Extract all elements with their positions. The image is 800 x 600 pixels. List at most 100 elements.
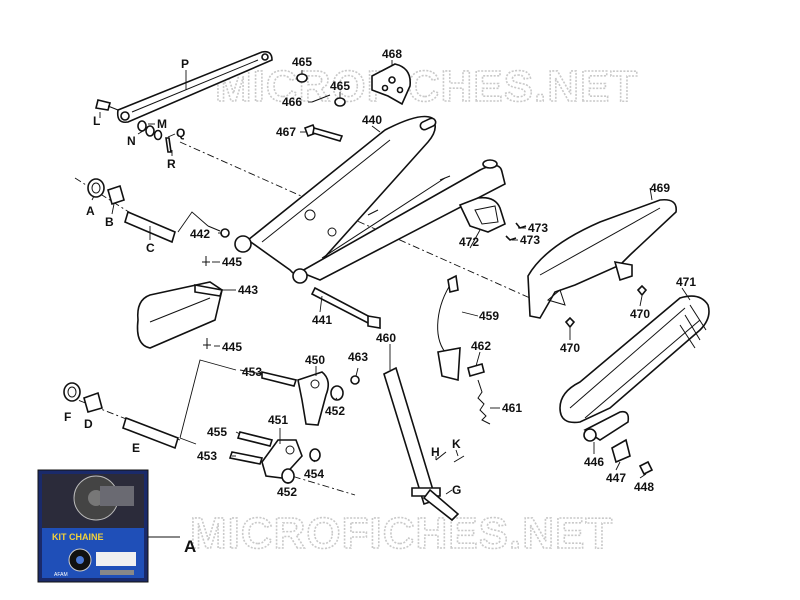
callout-440: 440 — [362, 113, 382, 127]
callout-Q: Q — [176, 126, 185, 140]
callout-452a: 452 — [325, 404, 345, 418]
washer-465b — [334, 97, 346, 107]
callout-470b: 470 — [560, 341, 580, 355]
seal-F — [63, 382, 81, 402]
callout-470a: 470 — [630, 307, 650, 321]
pivot-tube-E — [122, 416, 179, 450]
bushing-B — [107, 184, 125, 206]
callout-B: B — [105, 215, 114, 229]
callout-471: 471 — [676, 275, 696, 289]
callout-447: 447 — [606, 471, 626, 485]
bolt-453b — [228, 451, 264, 465]
washers-MNQR — [137, 120, 172, 153]
callout-N: N — [127, 134, 136, 148]
axis-line-pivot-lower — [64, 394, 181, 441]
bolt-467 — [303, 123, 344, 142]
screw-473a — [515, 222, 527, 229]
nut-452a — [330, 385, 344, 401]
screw-448 — [638, 460, 654, 476]
chain-guard-469 — [527, 198, 677, 319]
callout-E: E — [132, 441, 140, 455]
callout-P: P — [181, 57, 189, 71]
callout-445b: 445 — [222, 340, 242, 354]
callout-443: 443 — [238, 283, 258, 297]
callout-K: K — [452, 437, 461, 451]
linkage-450 — [297, 371, 330, 426]
watermark-bottom: MICROFICHES.NET — [190, 509, 613, 558]
callout-462: 462 — [471, 339, 491, 353]
chain-adjuster-plate — [116, 50, 273, 124]
callout-G: G — [452, 483, 461, 497]
spring-461 — [477, 379, 491, 425]
callout-455: 455 — [207, 425, 227, 439]
callout-445a: 445 — [222, 255, 242, 269]
drive-chain-471 — [559, 295, 710, 424]
callout-465b: 465 — [330, 79, 350, 93]
bolt-L — [95, 99, 119, 111]
bracket-472 — [458, 196, 506, 233]
callout-M: M — [157, 117, 167, 131]
nut-454 — [309, 448, 321, 462]
linkage-451 — [261, 439, 303, 479]
callout-442: 442 — [190, 227, 210, 241]
chain-roller-446 — [583, 410, 630, 442]
nut-442 — [220, 228, 230, 238]
screw-445b — [203, 338, 211, 349]
callout-450: 450 — [305, 353, 325, 367]
block-447 — [611, 438, 631, 464]
watermark-top: MICROFICHES.NET — [215, 62, 638, 111]
screw-473b — [505, 235, 517, 241]
callout-D: D — [84, 417, 93, 431]
callout-472: 472 — [459, 235, 479, 249]
sensor-459 — [437, 274, 461, 382]
callout-labels: P L M N Q R 465 466 465 468 467 440 A B … — [64, 47, 696, 556]
callout-466: 466 — [282, 95, 302, 109]
callout-453b: 453 — [197, 449, 217, 463]
seal-A — [87, 178, 105, 198]
swingarm-440 — [234, 115, 506, 284]
callout-441: 441 — [312, 313, 332, 327]
callout-473b: 473 — [520, 233, 540, 247]
pin-466 — [311, 94, 331, 103]
callout-H: H — [431, 445, 440, 459]
callout-463: 463 — [348, 350, 368, 364]
screw-470a — [636, 284, 648, 297]
kit-brand: AFAM — [54, 572, 68, 578]
side-stand-460 — [383, 366, 460, 522]
callout-469: 469 — [650, 181, 670, 195]
kit-title: KIT CHAINE — [52, 532, 104, 542]
callout-C: C — [146, 241, 155, 255]
callout-451: 451 — [268, 413, 288, 427]
callout-452b: 452 — [277, 485, 297, 499]
chain-kit-product-image: KIT CHAINE AFAM — [37, 469, 149, 583]
bushing-D — [83, 391, 103, 413]
callout-460: 460 — [376, 331, 396, 345]
callout-454: 454 — [304, 467, 324, 481]
callout-R: R — [167, 157, 176, 171]
callout-F: F — [64, 410, 71, 424]
callout-446: 446 — [584, 455, 604, 469]
callout-473a: 473 — [528, 221, 548, 235]
screw-445a — [202, 256, 210, 266]
callout-465a: 465 — [292, 55, 312, 69]
callout-kit-A: A — [184, 537, 196, 556]
callout-A: A — [86, 204, 95, 218]
screw-470b — [564, 316, 576, 329]
callout-L: L — [93, 114, 100, 128]
callout-448: 448 — [634, 480, 654, 494]
nut-452b — [281, 468, 295, 484]
nut-463 — [350, 375, 360, 385]
callout-468: 468 — [382, 47, 402, 61]
chain-slider-443 — [136, 281, 224, 349]
washer-465 — [296, 73, 308, 83]
bolt-453a — [261, 370, 298, 387]
sprocket-guard-468 — [371, 63, 412, 106]
pin-H — [435, 451, 447, 461]
leader-lines — [91, 60, 691, 538]
screw-K — [453, 455, 465, 463]
callout-461: 461 — [502, 401, 522, 415]
callout-467: 467 — [276, 125, 296, 139]
bolt-455 — [236, 431, 274, 447]
callout-453a: 453 — [242, 365, 262, 379]
